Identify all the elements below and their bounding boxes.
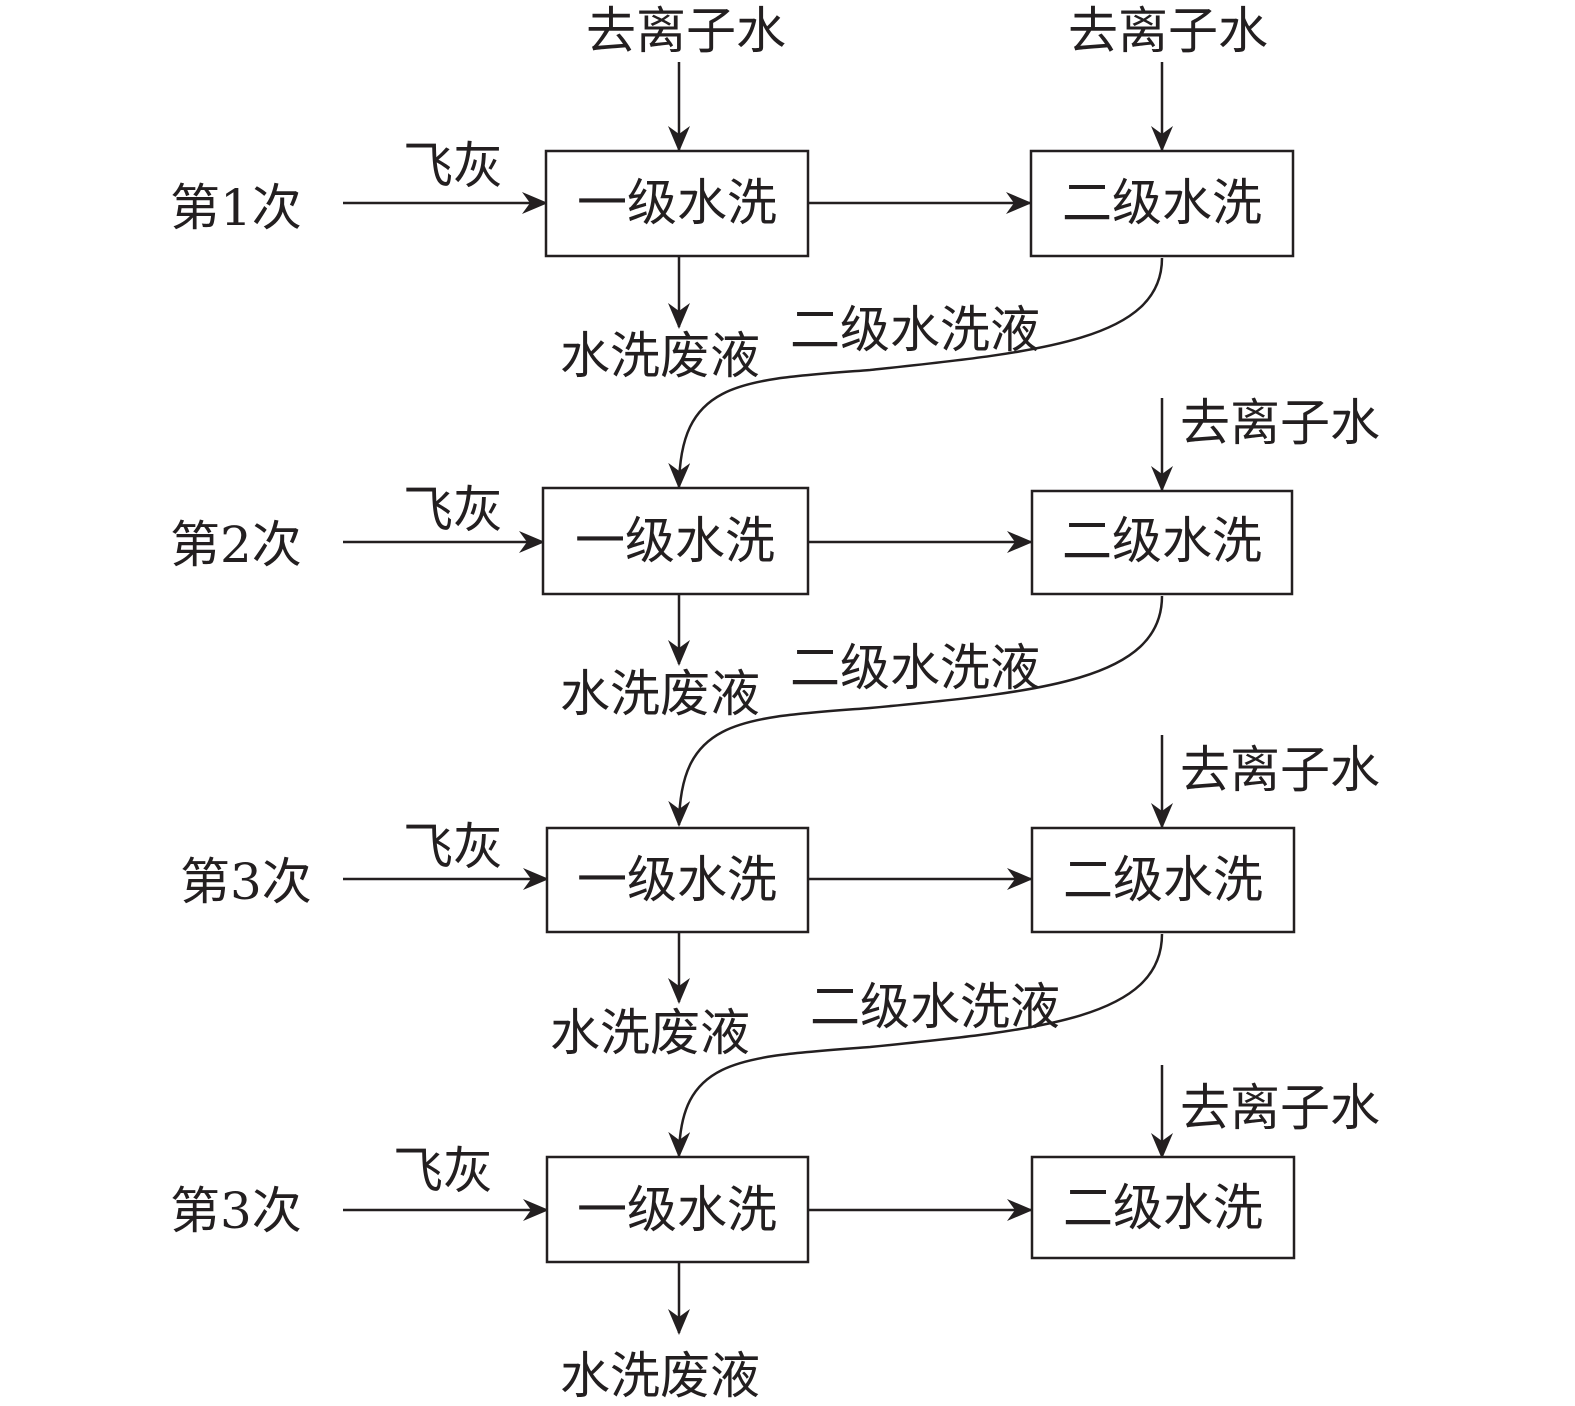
stage2-box: [1030, 489, 1294, 596]
waste-label: 水洗废液: [560, 327, 760, 385]
round-2: 去离子水 第2次 飞灰 一级水洗 二级水洗 水洗废液 二级水洗液: [170, 394, 1380, 827]
stage2-label: 二级水洗: [1063, 851, 1263, 909]
stage2-water-label: 去离子水: [1180, 741, 1380, 799]
stage2-box: [1029, 149, 1295, 258]
stage1-box: [545, 826, 810, 934]
feed-label: 飞灰: [393, 1142, 493, 1200]
stage1-box: [545, 1155, 810, 1264]
recycle-label: 二级水洗液: [810, 978, 1060, 1036]
stage1-box: [541, 486, 810, 596]
stage2-box: [1030, 826, 1296, 934]
round-1: 去离子水 去离子水 第1次 飞灰 一级水洗 二级水洗 水洗废液 二级水洗液: [170, 2, 1295, 489]
feed-label: 飞灰: [403, 137, 503, 195]
stage1-label: 一级水洗: [577, 1181, 777, 1239]
recycle-curve: [668, 595, 1164, 827]
stage2-water-label: 去离子水: [1068, 2, 1268, 60]
feed-label: 飞灰: [403, 818, 503, 876]
stage1-box: [544, 149, 810, 258]
stage1-label: 一级水洗: [577, 174, 777, 232]
recycle-curve: [668, 257, 1164, 489]
recycle-label: 二级水洗液: [790, 301, 1040, 359]
waste-label: 水洗废液: [560, 1347, 760, 1405]
stage2-label: 二级水洗: [1063, 1179, 1263, 1237]
stage1-label: 一级水洗: [577, 851, 777, 909]
waste-label: 水洗废液: [560, 665, 760, 723]
recycle-curve: [668, 933, 1164, 1158]
round-label: 第3次: [170, 1182, 302, 1240]
recycle-label: 二级水洗液: [790, 639, 1040, 697]
round-label: 第1次: [170, 179, 302, 237]
stage2-box: [1030, 1155, 1296, 1260]
round-3: 去离子水 第3次 飞灰 一级水洗 二级水洗 水洗废液 二级水洗液: [180, 735, 1380, 1158]
round-4: 去离子水 第3次 飞灰 一级水洗 二级水洗 水洗废液: [170, 1065, 1380, 1405]
waste-label: 水洗废液: [550, 1004, 750, 1062]
stage1-water-label: 去离子水: [586, 2, 786, 60]
stage2-water-label: 去离子水: [1180, 1079, 1380, 1137]
stage2-label: 二级水洗: [1062, 174, 1262, 232]
stage1-label: 一级水洗: [575, 512, 775, 570]
round-label: 第2次: [170, 516, 302, 574]
stage2-label: 二级水洗: [1062, 512, 1262, 570]
feed-label: 飞灰: [403, 481, 503, 539]
round-label: 第3次: [180, 853, 312, 911]
stage2-water-label: 去离子水: [1180, 394, 1380, 452]
